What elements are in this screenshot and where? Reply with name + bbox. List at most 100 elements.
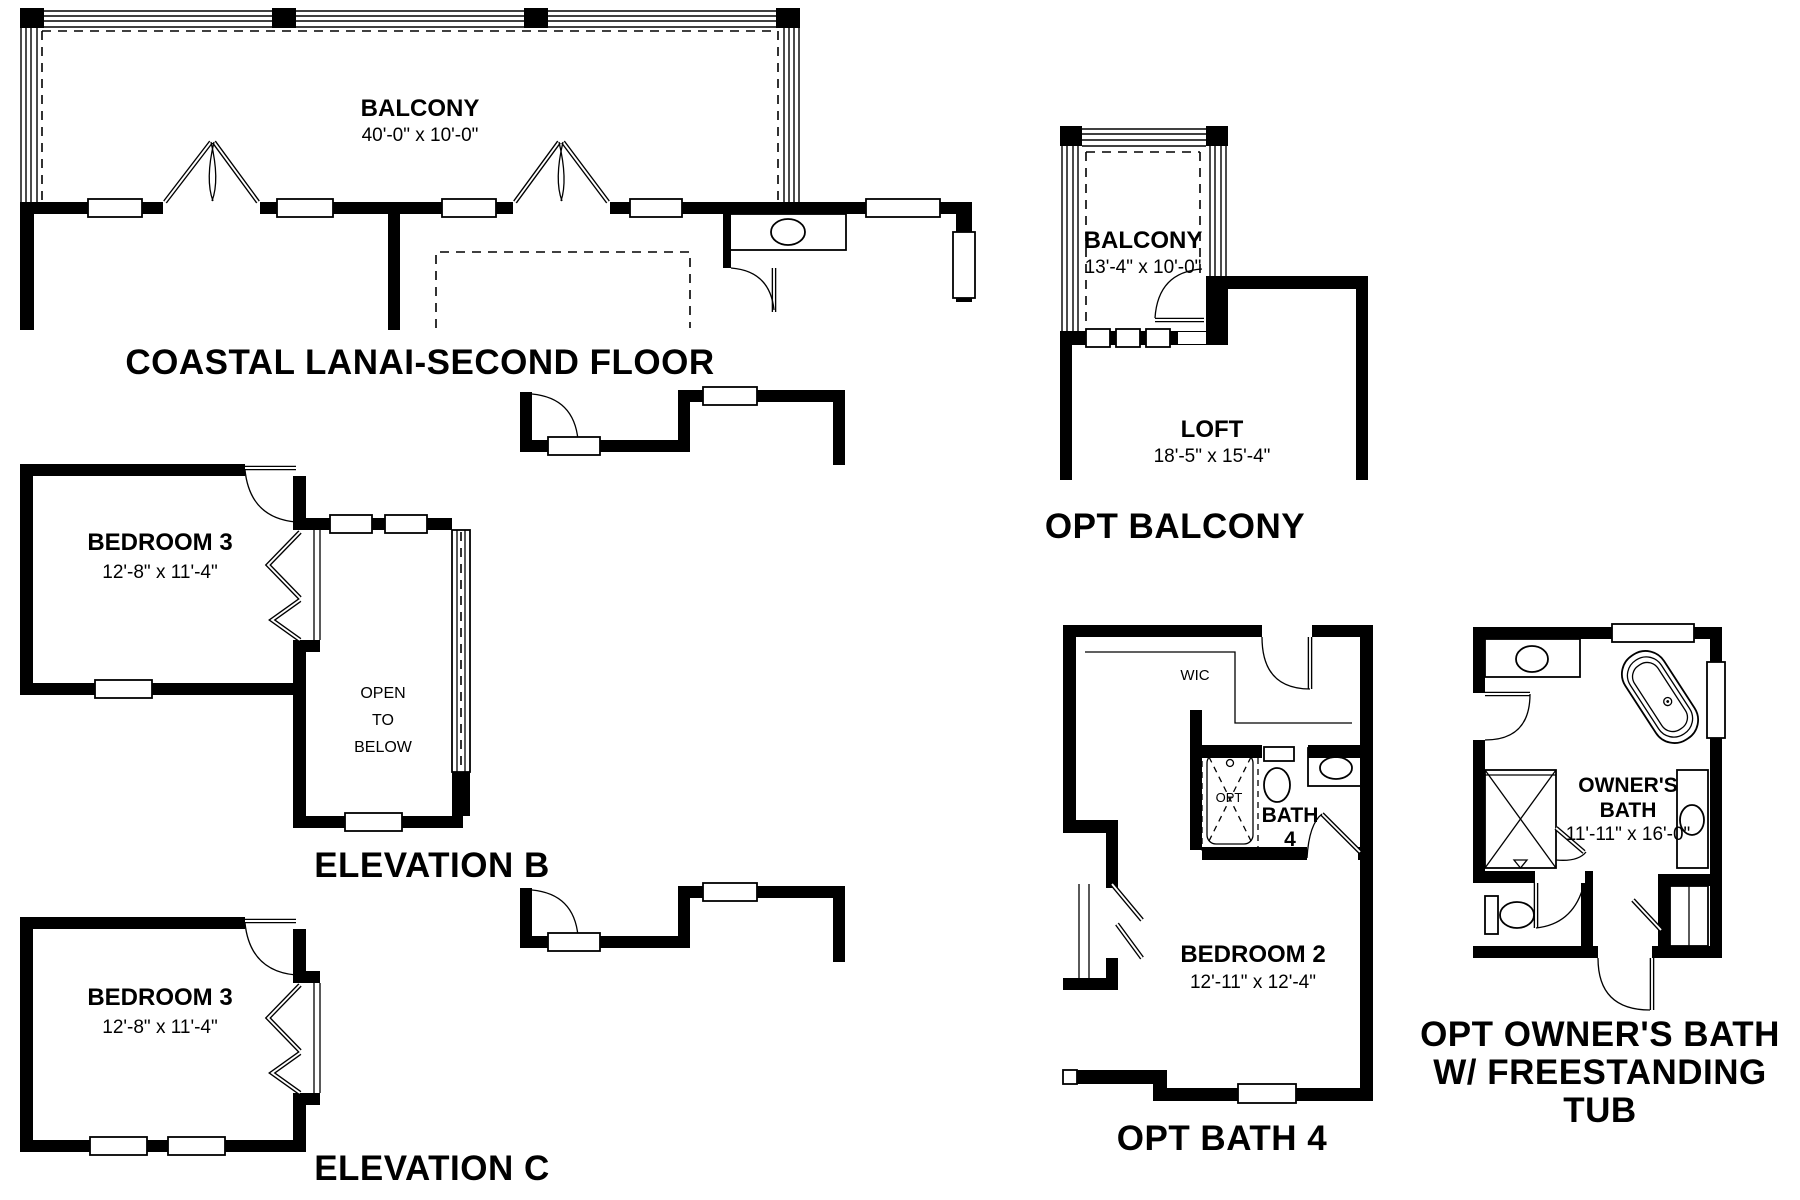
door-arc bbox=[531, 393, 579, 441]
open-below-line1: OPEN bbox=[360, 685, 405, 702]
window bbox=[87, 198, 143, 218]
open-below-line2: TO bbox=[372, 712, 394, 729]
balcony-left-railing bbox=[1061, 146, 1079, 331]
bedroom2-label: BEDROOM 2 bbox=[1180, 941, 1325, 968]
balcony-room-label: BALCONY bbox=[1084, 227, 1203, 254]
balcony-top-railing bbox=[20, 8, 800, 28]
bifold-closet bbox=[264, 971, 321, 1105]
open-below-line3: BELOW bbox=[354, 739, 413, 756]
owners-bath-label-line1: OWNER'S bbox=[1578, 774, 1678, 797]
toilet-room bbox=[1473, 871, 1593, 948]
window bbox=[702, 882, 758, 902]
bedroom3-door bbox=[244, 918, 297, 976]
hall-step-walls bbox=[520, 882, 845, 962]
open-to-below-walls bbox=[293, 514, 471, 832]
owners-bath-outer-walls bbox=[1473, 623, 1726, 958]
opt-label: OPT bbox=[1216, 790, 1243, 805]
balcony-walls bbox=[1060, 276, 1368, 480]
window bbox=[1085, 328, 1111, 348]
bedroom2-walls bbox=[1062, 860, 1373, 1104]
toilet-fixture bbox=[1263, 746, 1295, 803]
window bbox=[276, 198, 334, 218]
bedroom2-dims: 12'-11" x 12'-4" bbox=[1190, 972, 1316, 993]
dashed-ceiling-outline bbox=[435, 251, 691, 328]
owners-bath-label-line2: BATH bbox=[1600, 799, 1657, 822]
window bbox=[1145, 328, 1171, 348]
balcony-right-railing bbox=[783, 28, 800, 203]
french-door-left bbox=[163, 140, 260, 204]
window bbox=[94, 679, 153, 699]
bedroom3-dims: 12'-8" x 11'-4" bbox=[102, 1017, 217, 1038]
door-arc bbox=[1597, 957, 1651, 1011]
sink-fixture bbox=[1484, 638, 1581, 678]
opt-bath-4-plan: WIC OPT BATH 4 BEDROOM 2 12'-11" x 12'-4… bbox=[1062, 625, 1373, 1158]
bedroom3-walls bbox=[20, 464, 306, 699]
balcony-room-label: BALCONY bbox=[361, 95, 480, 122]
elevation-c-title: ELEVATION C bbox=[314, 1149, 550, 1188]
elevation-c-plan: BEDROOM 3 12'-8" x 11'-4" ELEVATION C bbox=[20, 882, 845, 1188]
window bbox=[952, 231, 976, 299]
bath4-outer-walls bbox=[1063, 625, 1373, 860]
window bbox=[441, 198, 497, 218]
opt-shower-fixture bbox=[1201, 747, 1259, 851]
bottom-wall bbox=[1473, 946, 1722, 1011]
loft-room-label: LOFT bbox=[1181, 416, 1244, 443]
hall-step-walls bbox=[520, 386, 845, 465]
sink-fixture bbox=[1307, 747, 1366, 787]
window bbox=[1611, 623, 1695, 643]
wic-door bbox=[1261, 636, 1313, 690]
window bbox=[384, 514, 428, 534]
bedroom3-label: BEDROOM 3 bbox=[87, 984, 232, 1011]
entry-door bbox=[1484, 691, 1531, 741]
coastal-lanai-title: COASTAL LANAI-SECOND FLOOR bbox=[125, 343, 714, 382]
window bbox=[547, 436, 601, 456]
window bbox=[344, 812, 403, 832]
window bbox=[702, 386, 758, 406]
window bbox=[329, 514, 373, 534]
bifold-closet bbox=[1063, 882, 1144, 990]
balcony-room-dims: 40'-0" x 10'-0" bbox=[362, 125, 479, 146]
owners-bath-title-line2: W/ FREESTANDING bbox=[1433, 1053, 1767, 1092]
wic-label: WIC bbox=[1180, 667, 1209, 684]
opt-owners-bath-plan: OWNER'S BATH 11'-11" x 16'-0" OPT OWNER'… bbox=[1420, 623, 1780, 1130]
bath4-label-line2: 4 bbox=[1284, 828, 1296, 851]
window bbox=[1237, 1083, 1297, 1104]
balcony-left-railing bbox=[20, 28, 38, 213]
window bbox=[629, 198, 683, 218]
loft-room-dims: 18'-5" x 15'-4" bbox=[1154, 446, 1271, 467]
lanai-rear-wall bbox=[20, 198, 972, 218]
balcony-dashed-outline bbox=[1085, 151, 1201, 328]
balcony-room-dims: 13'-4" x 10'-0" bbox=[1085, 257, 1202, 278]
owners-bath-dims: 11'-11" x 16'-0" bbox=[1566, 824, 1691, 845]
balcony-dashed-outline bbox=[41, 30, 779, 202]
opt-bath-4-title: OPT BATH 4 bbox=[1117, 1119, 1328, 1158]
balcony-top-railing bbox=[1060, 126, 1228, 147]
bedroom3-walls bbox=[20, 917, 306, 1156]
window bbox=[89, 1136, 148, 1156]
owners-bath-title-line3: TUB bbox=[1563, 1091, 1636, 1130]
coastal-lanai-plan: BALCONY 40'-0" x 10'-0" COASTAL LANAI-SE… bbox=[20, 8, 976, 382]
tub-fixture bbox=[1621, 650, 1699, 744]
door-arc bbox=[531, 889, 579, 937]
shower-fixture bbox=[1484, 769, 1587, 870]
window bbox=[1115, 328, 1141, 348]
sink-fixture bbox=[1676, 769, 1709, 869]
toilet-fixture bbox=[1484, 895, 1535, 935]
french-door-right bbox=[513, 140, 610, 204]
bath4-label-line1: BATH bbox=[1262, 804, 1319, 827]
window bbox=[547, 932, 601, 952]
balcony-door bbox=[1154, 268, 1204, 323]
bedroom3-door bbox=[244, 465, 297, 523]
owners-bath-title-line1: OPT OWNER'S BATH bbox=[1420, 1015, 1780, 1054]
elevation-b-title: ELEVATION B bbox=[314, 846, 550, 885]
bath4-door bbox=[1306, 812, 1362, 859]
window bbox=[167, 1136, 226, 1156]
wic-shelving bbox=[1085, 651, 1352, 724]
door-arc bbox=[1535, 883, 1585, 929]
window bbox=[1706, 661, 1726, 739]
window bbox=[865, 198, 941, 218]
bedroom3-dims: 12'-8" x 11'-4" bbox=[102, 562, 217, 583]
balcony-right-railing bbox=[1209, 146, 1227, 276]
